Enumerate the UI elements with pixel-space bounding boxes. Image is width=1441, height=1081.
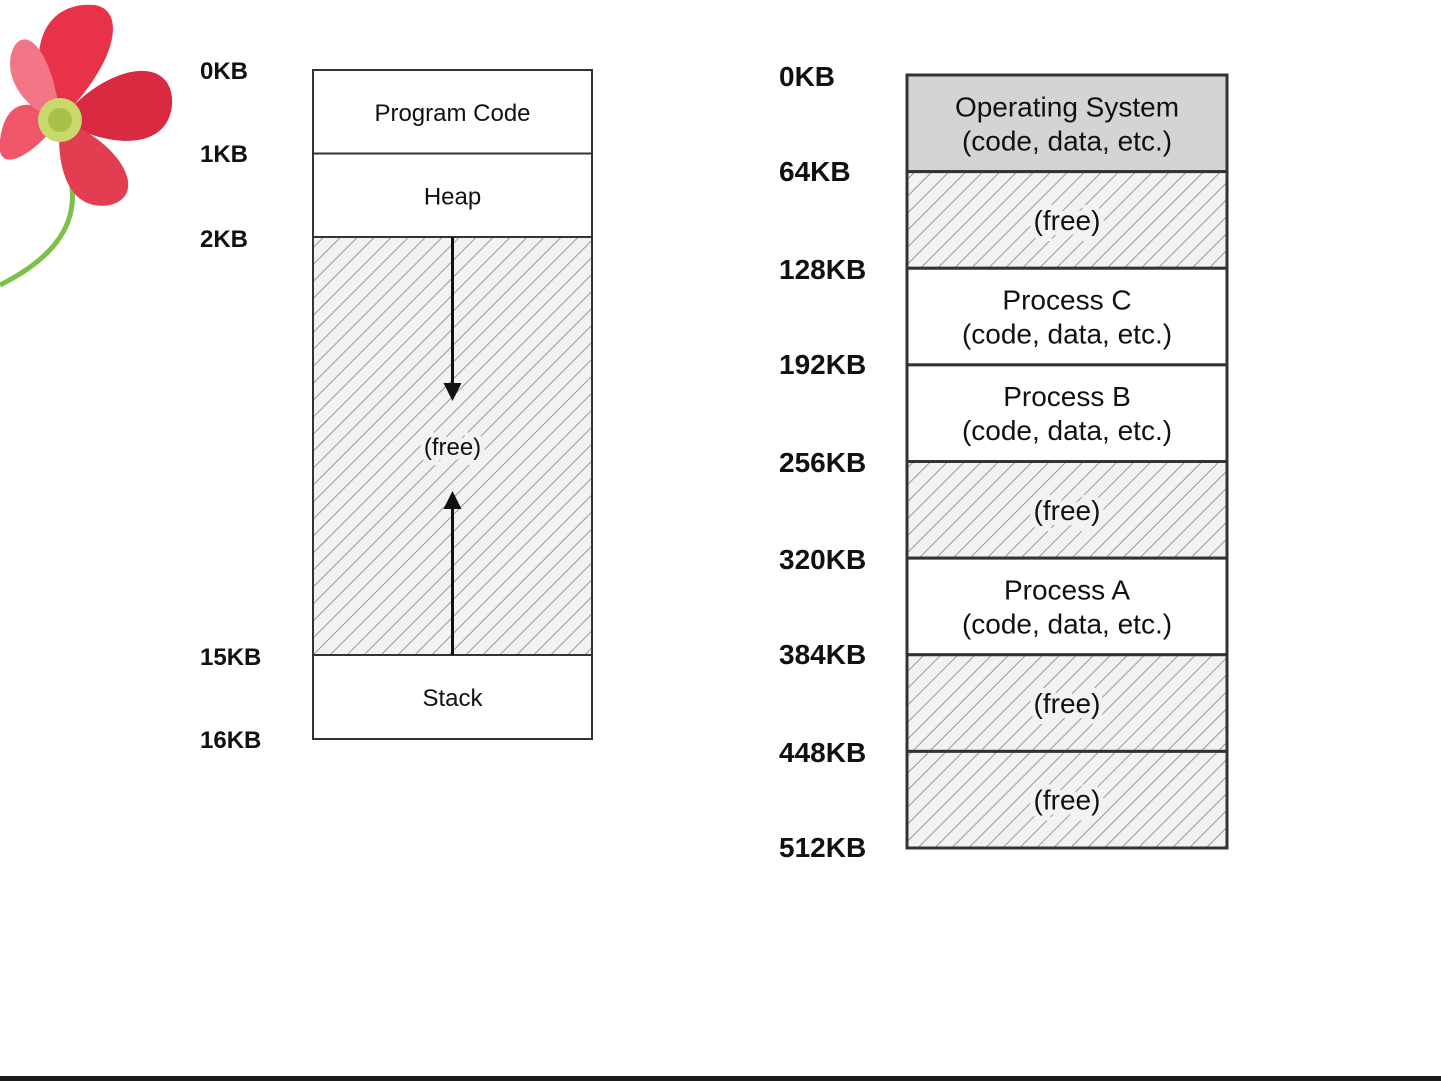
physical-memory-diagram: Operating System(code, data, etc.)(free)… xyxy=(907,75,1227,848)
right-address-label: 64KB xyxy=(779,156,851,188)
right-segment-subtitle: (code, data, etc.) xyxy=(962,415,1172,446)
right-segment-box xyxy=(907,75,1227,172)
right-segment-box xyxy=(907,558,1227,655)
left-segment-label: (free) xyxy=(424,434,481,461)
left-segment-label: Program Code xyxy=(374,100,530,127)
right-segment-title: (free) xyxy=(1034,785,1101,816)
right-address-label: 192KB xyxy=(779,349,866,381)
left-address-label: 2KB xyxy=(200,226,248,254)
right-segment-subtitle: (code, data, etc.) xyxy=(962,319,1172,350)
right-address-label: 448KB xyxy=(779,737,866,769)
right-segment-box xyxy=(907,268,1227,365)
right-address-label: 384KB xyxy=(779,639,866,671)
right-address-label: 512KB xyxy=(779,832,866,864)
right-address-label: 256KB xyxy=(779,447,866,479)
left-segment-label: Heap xyxy=(424,183,481,210)
right-segment-title: (free) xyxy=(1034,688,1101,719)
right-address-label: 320KB xyxy=(779,544,866,576)
right-segment-title: Process A xyxy=(1004,574,1130,605)
left-address-label: 1KB xyxy=(200,141,248,169)
right-address-label: 128KB xyxy=(779,254,866,286)
left-address-label: 0KB xyxy=(200,58,248,86)
bottom-rule xyxy=(0,1076,1441,1081)
right-segment-title: (free) xyxy=(1034,205,1101,236)
left-address-label: 16KB xyxy=(200,727,261,755)
right-segment-box xyxy=(907,365,1227,462)
left-segment-label: Stack xyxy=(422,685,483,712)
right-segment-title: Process C xyxy=(1002,285,1131,316)
left-address-label: 15KB xyxy=(200,644,261,672)
right-segment-title: Process B xyxy=(1003,381,1131,412)
right-segment-subtitle: (code, data, etc.) xyxy=(962,125,1172,156)
right-segment-title: Operating System xyxy=(955,91,1179,122)
right-segment-subtitle: (code, data, etc.) xyxy=(962,608,1172,639)
right-address-label: 0KB xyxy=(779,61,835,93)
right-segment-title: (free) xyxy=(1034,495,1101,526)
